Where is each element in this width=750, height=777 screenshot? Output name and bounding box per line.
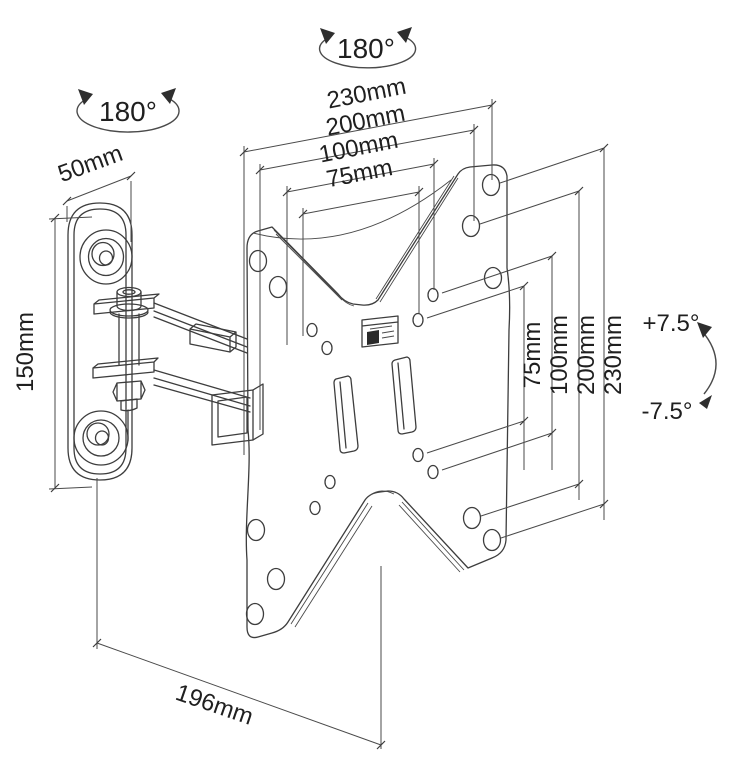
plate-slots <box>333 356 417 454</box>
top-notch-ribs <box>273 175 459 307</box>
extension-lines-top-left <box>243 146 304 455</box>
wall-plate <box>67 202 133 481</box>
bottom-notch-ribs <box>290 490 465 628</box>
pivot-nut <box>112 380 146 442</box>
product-sticker <box>361 315 399 348</box>
swivel-indicator-plate: 180° <box>318 27 417 69</box>
upper-arm-bar <box>153 302 248 354</box>
dimension-ticks-depth <box>92 638 386 750</box>
dimension-lines-top <box>243 104 493 215</box>
dim-label-196mm: 196mm <box>172 679 256 731</box>
dimension-line-depth <box>96 642 382 746</box>
dim-label-150mm: 150mm <box>12 312 39 392</box>
vesa-holes-large <box>245 173 503 626</box>
arrow-left-icon <box>320 28 335 44</box>
arm-sleeve <box>211 383 264 446</box>
dimension-ticks-150mm <box>50 213 60 493</box>
dimension-150mm-lines <box>48 216 93 490</box>
dim-label-75mm-right: 75mm <box>519 322 546 389</box>
swivel-arc-arm <box>76 96 180 133</box>
vesa-plate-outline <box>245 164 511 639</box>
dimension-group-vertical: 75mm 100mm 200mm 230mm <box>426 143 627 539</box>
angle-label-plate: 180° <box>337 33 395 64</box>
dimension-lines-right <box>523 148 605 520</box>
swivel-arm-assembly <box>92 286 264 446</box>
tilt-arc <box>701 330 717 395</box>
pivot-pin <box>109 286 149 319</box>
dim-label-50mm: 50mm <box>54 140 126 188</box>
dimension-50mm-lines <box>66 175 132 242</box>
arrow-left-icon <box>78 89 93 105</box>
swivel-arc-plate <box>318 35 417 69</box>
dimension-depth: 196mm <box>92 478 386 750</box>
arrow-right-icon <box>397 27 412 43</box>
extension-lines-depth <box>96 478 382 749</box>
dim-label-230mm-right: 230mm <box>600 315 627 395</box>
vesa-plate <box>245 164 511 639</box>
vesa-holes-small <box>306 287 439 516</box>
arrow-down-icon <box>699 395 712 409</box>
arrow-up-icon <box>697 322 712 338</box>
arrow-right-icon <box>161 88 176 104</box>
dimension-ticks-right <box>519 143 609 509</box>
extension-lines-top-right <box>418 99 493 313</box>
wall-plate-boss-top <box>79 229 133 285</box>
dimension-group-horizontal: 230mm 200mm 100mm 75mm <box>239 73 497 455</box>
angle-label-arm: 180° <box>99 96 157 127</box>
dimension-ticks-50mm <box>62 171 136 206</box>
swivel-indicator-arm: 180° <box>76 88 180 133</box>
angle-label-tilt-up: +7.5° <box>643 310 700 337</box>
arm-clamp <box>189 323 237 353</box>
dimension-ticks-top <box>239 100 497 219</box>
leader-lines-right <box>426 147 605 539</box>
lower-arm-bar <box>153 369 251 413</box>
dim-label-200mm-right: 200mm <box>573 315 600 395</box>
dim-label-100mm-right: 100mm <box>546 315 573 395</box>
plate-swivel-sweep-line <box>252 179 452 240</box>
angle-label-tilt-down: -7.5° <box>642 398 693 425</box>
wall-plate-boss-bottom <box>73 410 129 466</box>
tilt-indicator: +7.5° -7.5° <box>642 310 717 425</box>
